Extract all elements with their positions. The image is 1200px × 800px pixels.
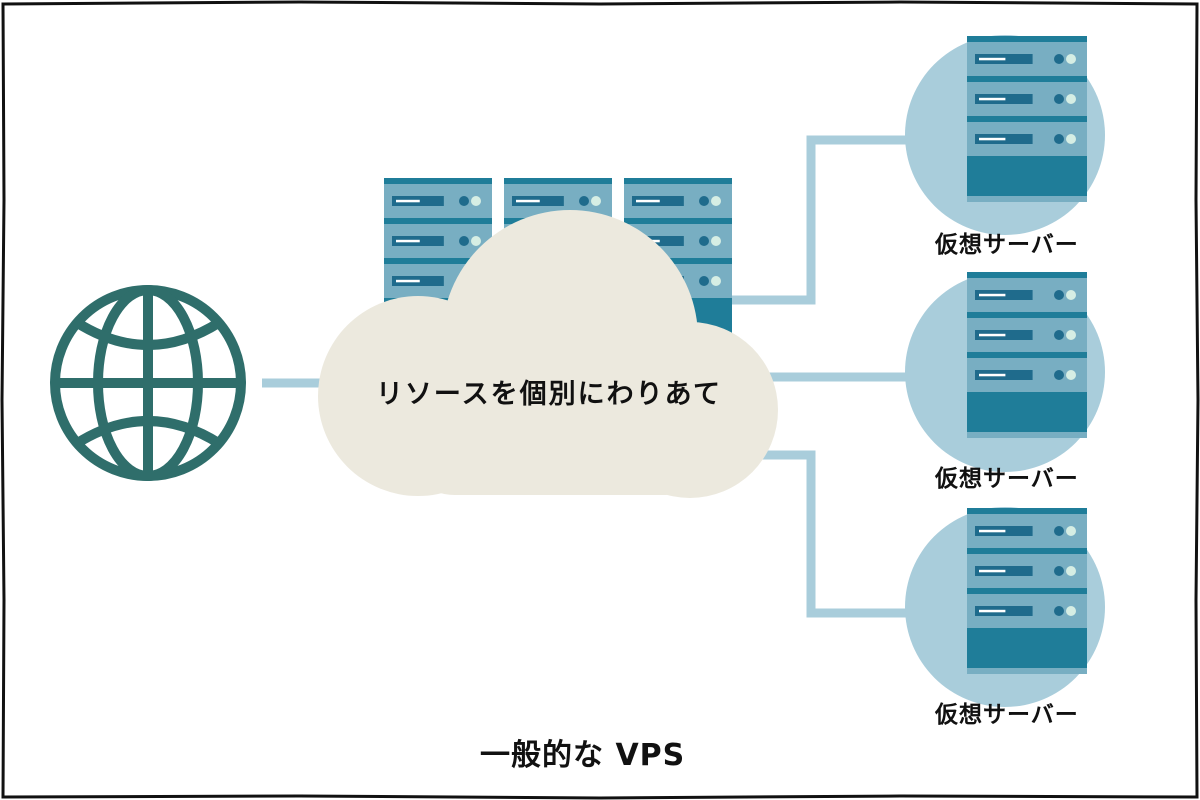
status-led bbox=[711, 236, 721, 246]
status-led bbox=[579, 196, 589, 206]
status-led bbox=[459, 196, 469, 206]
virtual-server-1 bbox=[967, 272, 1087, 438]
rack-divider bbox=[967, 156, 1087, 162]
rack-top-band bbox=[967, 36, 1087, 42]
status-led bbox=[1054, 526, 1064, 536]
rack-divider bbox=[967, 548, 1087, 554]
status-led bbox=[1066, 526, 1076, 536]
status-led bbox=[699, 236, 709, 246]
drive-slot-line bbox=[979, 333, 1006, 337]
drive-slot-line bbox=[979, 57, 1006, 61]
rack-divider bbox=[967, 392, 1087, 398]
rack-divider bbox=[967, 312, 1087, 318]
status-led bbox=[1054, 54, 1064, 64]
status-led bbox=[1066, 566, 1076, 576]
rack-top-band bbox=[967, 272, 1087, 278]
drive-slot-line bbox=[516, 199, 540, 203]
rack-foot bbox=[967, 432, 1087, 438]
rack-divider bbox=[967, 628, 1087, 634]
virtual-server-label: 仮想サーバー bbox=[935, 232, 1079, 258]
rack-foot bbox=[967, 668, 1087, 674]
globe-icon bbox=[50, 285, 246, 481]
rack-top-band bbox=[384, 178, 492, 184]
rack-divider bbox=[967, 588, 1087, 594]
status-led bbox=[1054, 290, 1064, 300]
status-led bbox=[1066, 290, 1076, 300]
rack-top-band bbox=[624, 178, 732, 184]
status-led bbox=[1066, 134, 1076, 144]
cloud-label: リソースを個別にわりあて bbox=[375, 379, 723, 410]
status-led bbox=[471, 236, 481, 246]
drive-slot-line bbox=[979, 609, 1006, 613]
rack-base bbox=[967, 398, 1087, 432]
status-led bbox=[459, 236, 469, 246]
status-led bbox=[1066, 606, 1076, 616]
status-led bbox=[1054, 94, 1064, 104]
rack-divider bbox=[384, 258, 492, 264]
status-led bbox=[591, 196, 601, 206]
connector-rack-vs-0 bbox=[730, 135, 920, 305]
status-led bbox=[1054, 566, 1064, 576]
status-led bbox=[711, 276, 721, 286]
virtual-server-label: 仮想サーバー bbox=[935, 702, 1079, 728]
virtual-server-label: 仮想サーバー bbox=[935, 466, 1079, 492]
rack-top-band bbox=[967, 508, 1087, 514]
drive-slot-line bbox=[979, 97, 1006, 101]
rack-foot bbox=[967, 196, 1087, 202]
status-led bbox=[471, 196, 481, 206]
virtual-servers bbox=[905, 35, 1105, 707]
drive-slot-line bbox=[636, 199, 660, 203]
drive-slot-line bbox=[979, 373, 1006, 377]
status-led bbox=[1066, 330, 1076, 340]
drive-slot-line bbox=[979, 569, 1006, 573]
status-led bbox=[1054, 330, 1064, 340]
rack-divider bbox=[384, 218, 492, 224]
status-led bbox=[1066, 94, 1076, 104]
status-led bbox=[1054, 134, 1064, 144]
rack-divider bbox=[624, 218, 732, 224]
status-led bbox=[699, 276, 709, 286]
rack-base bbox=[967, 634, 1087, 668]
drive-slot-line bbox=[396, 279, 420, 283]
status-led bbox=[1066, 54, 1076, 64]
status-led bbox=[711, 196, 721, 206]
status-led bbox=[699, 196, 709, 206]
status-led bbox=[1054, 606, 1064, 616]
drive-slot-line bbox=[979, 293, 1006, 297]
rack-top-band bbox=[504, 178, 612, 184]
drive-slot-line bbox=[979, 529, 1006, 533]
rack-base bbox=[967, 162, 1087, 196]
rack-divider bbox=[967, 76, 1087, 82]
connector-cloud-vs-2 bbox=[760, 450, 920, 618]
drive-slot-line bbox=[396, 199, 420, 203]
status-led bbox=[1066, 370, 1076, 380]
drive-slot-line bbox=[396, 239, 420, 243]
virtual-server-2 bbox=[967, 508, 1087, 674]
virtual-server-0 bbox=[967, 36, 1087, 202]
rack-divider bbox=[967, 116, 1087, 122]
rack-divider bbox=[624, 258, 732, 264]
drive-slot-line bbox=[979, 137, 1006, 141]
rack-divider bbox=[967, 352, 1087, 358]
cloud-shape bbox=[318, 210, 778, 498]
diagram-title: 一般的な VPS bbox=[480, 738, 686, 773]
connectors bbox=[262, 135, 920, 618]
status-led bbox=[1054, 370, 1064, 380]
